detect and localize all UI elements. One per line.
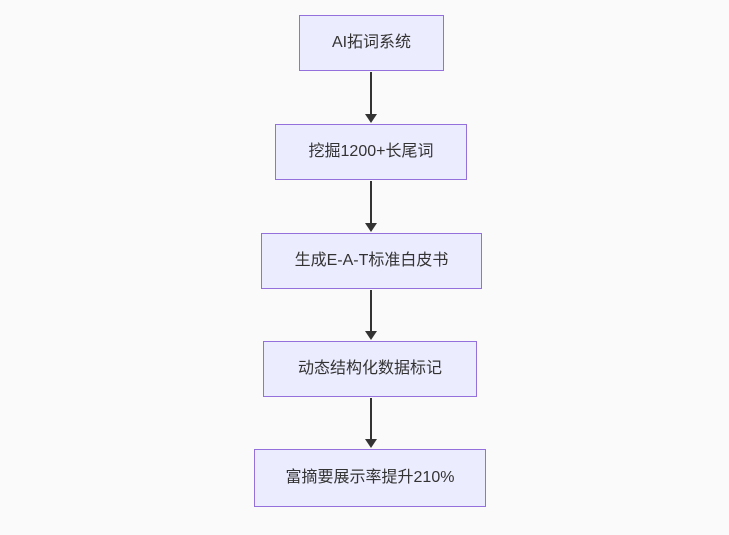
edge-line-3-4 [370, 290, 372, 332]
arrowhead-down-icon [365, 331, 377, 340]
edge-line-2-3 [370, 181, 372, 224]
arrowhead-down-icon [365, 114, 377, 123]
flowchart-node-ai-word-expansion: AI拓词系统 [299, 15, 444, 71]
node-label: 富摘要展示率提升210% [285, 469, 455, 486]
flowchart-node-longtail-mining: 挖掘1200+长尾词 [275, 124, 467, 180]
node-label: 生成E-A-T标准白皮书 [294, 252, 449, 269]
arrowhead-down-icon [365, 223, 377, 232]
flowchart-node-structured-data-markup: 动态结构化数据标记 [263, 341, 477, 397]
node-label: 挖掘1200+长尾词 [308, 143, 434, 160]
flowchart-node-rich-snippet-result: 富摘要展示率提升210% [254, 449, 486, 507]
flowchart-node-eat-whitepaper: 生成E-A-T标准白皮书 [261, 233, 482, 289]
arrowhead-down-icon [365, 439, 377, 448]
edge-line-1-2 [370, 72, 372, 115]
node-label: AI拓词系统 [331, 34, 412, 51]
node-label: 动态结构化数据标记 [297, 360, 442, 377]
edge-line-4-5 [370, 398, 372, 440]
